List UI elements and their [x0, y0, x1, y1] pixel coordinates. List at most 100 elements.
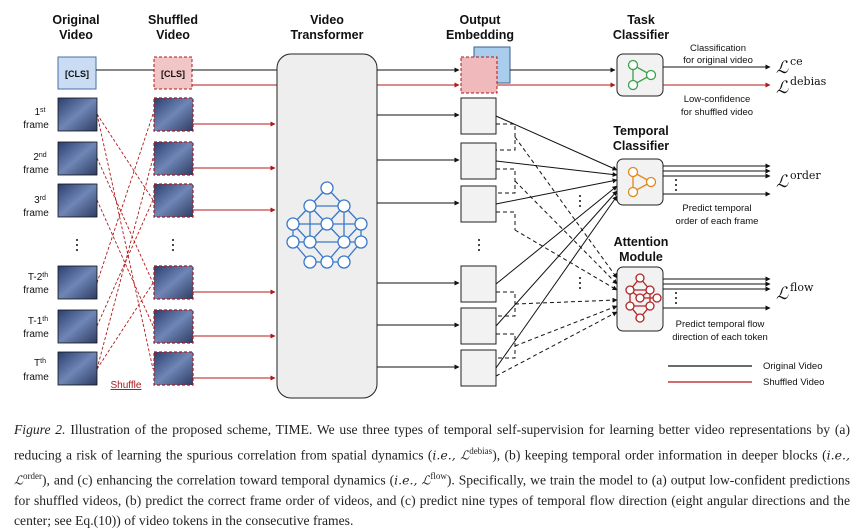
loss-ce-symbol: ℒ	[776, 58, 789, 78]
loss-debias-symbol: ℒ	[776, 78, 789, 98]
annotation-order-line2: order of each frame	[676, 216, 759, 227]
frame-word-2: frame	[23, 165, 49, 176]
header-temporal-classifier: Temporal Classifier	[613, 124, 669, 153]
legend-shuffled-label: Shuffled Video	[763, 377, 824, 388]
embedding-token	[460, 307, 497, 345]
embedding-token	[460, 349, 497, 387]
cls-token-shuffled	[153, 56, 193, 90]
caption-loss-flow: ℒ	[421, 472, 431, 488]
vertical-ellipses	[76, 179, 677, 304]
header-shuffled-line2: Video	[156, 28, 190, 42]
legend: Original Video Shuffled Video	[668, 361, 824, 388]
loss-order-symbol: ℒ	[776, 172, 789, 192]
header-attention-line1: Attention	[614, 235, 669, 249]
header-transformer-line2: Transformer	[291, 28, 364, 42]
figure-caption: Figure 2. Illustration of the proposed s…	[14, 420, 850, 532]
caption-text-1: Illustration of the proposed scheme, TIM…	[14, 422, 850, 463]
header-original-line1: Original	[52, 13, 99, 27]
frame-thumbnail	[153, 265, 194, 300]
header-shuffled-line1: Shuffled	[148, 13, 198, 27]
loss-order-sup: order	[790, 169, 821, 182]
loss-flow: ℒ flow	[776, 281, 814, 304]
frame-label-t1: T-1th	[28, 316, 48, 328]
transformer-network-icon	[286, 181, 368, 269]
caption-loss-flow-sup: flow	[430, 470, 447, 481]
attention-outputs	[663, 276, 771, 311]
header-original-video: Original Video	[52, 13, 99, 42]
header-attention-module: Attention Module	[614, 235, 669, 264]
embedding-cls-shuffled	[460, 56, 498, 94]
shuffled-frames	[153, 97, 194, 386]
header-embedding-line1: Output	[460, 13, 502, 27]
caption-loss-order-sup: order	[23, 470, 43, 481]
cls-token-shuffled-label: [CLS]	[161, 69, 185, 79]
header-output-embedding: Output Embedding	[446, 13, 514, 42]
embedding-token	[460, 265, 497, 303]
header-video-transformer: Video Transformer	[291, 13, 364, 42]
frame-thumbnail	[153, 309, 194, 344]
frame-labels: 1st frame 2nd frame 3rd frame T-2th fram…	[23, 107, 49, 384]
frame-label-t2: T-2th	[28, 272, 48, 284]
temporal-outputs	[663, 163, 771, 197]
caption-loss-order: ℒ	[14, 472, 24, 488]
frame-label-1: 1st	[34, 107, 45, 119]
annotation-classification-line1: Classification	[690, 43, 746, 54]
frame-thumbnail	[57, 351, 98, 386]
frame-thumbnail	[153, 97, 194, 132]
embedding-token	[460, 142, 497, 180]
frame-label-2: 2nd	[33, 152, 46, 164]
original-frames	[57, 97, 98, 386]
shuffle-crossings	[96, 113, 154, 370]
frame-thumbnail	[57, 97, 98, 132]
legend-original-label: Original Video	[763, 361, 823, 372]
frame-thumbnail	[153, 183, 194, 218]
annotation-classification-line2: for original video	[683, 55, 753, 66]
caption-ie-1: i.e.,	[432, 447, 456, 463]
loss-flow-symbol: ℒ	[776, 284, 789, 304]
header-shuffled-video: Shuffled Video	[148, 13, 198, 42]
time-scheme-diagram: Original Video Shuffled Video Video Tran…	[23, 13, 827, 399]
annotation-low-confidence-line1: Low-confidence	[684, 94, 751, 105]
embedding-token	[460, 185, 497, 223]
shuffled-frame-arrows	[193, 121, 276, 381]
header-transformer-line1: Video	[310, 13, 344, 27]
frame-word-t2: frame	[23, 285, 49, 296]
header-original-line2: Video	[59, 28, 93, 42]
loss-debias-sup: debias	[790, 75, 827, 88]
frame-thumbnail	[57, 141, 98, 176]
frame-label-3: 3rd	[34, 195, 46, 207]
embedding-tokens	[460, 97, 497, 387]
loss-debias: ℒ debias	[776, 75, 827, 98]
annotation-flow-line2: direction of each token	[672, 332, 768, 343]
task-classifier-icon	[627, 59, 657, 91]
embedding-token	[460, 97, 497, 135]
caption-loss-debias: ℒ	[460, 447, 470, 463]
frame-label-t: Tth	[34, 358, 46, 370]
caption-ie-3: i.e.,	[394, 472, 418, 488]
frame-thumbnail	[57, 309, 98, 344]
frame-thumbnail	[153, 351, 194, 386]
transformer-output-arrows	[377, 67, 460, 370]
header-temporal-line2: Classifier	[613, 139, 669, 153]
caption-text-4: ). Specifically, we train the model to (…	[14, 472, 850, 529]
frame-thumbnail	[57, 265, 98, 300]
frame-word-t: frame	[23, 372, 49, 383]
frame-word-3: frame	[23, 208, 49, 219]
caption-text-3: ), and (c) enhancing the correlation tow…	[42, 472, 395, 488]
annotation-order-line1: Predict temporal	[682, 203, 751, 214]
annotation-low-confidence-line2: for shuffled video	[681, 107, 753, 118]
frame-thumbnail	[57, 183, 98, 218]
frame-word-1: frame	[23, 120, 49, 131]
frame-thumbnail	[153, 141, 194, 176]
header-embedding-line2: Embedding	[446, 28, 514, 42]
caption-ie-2: i.e.,	[826, 447, 850, 463]
loss-ce-sup: ce	[790, 55, 803, 68]
shuffle-label: Shuffle	[111, 380, 142, 391]
header-task-line2: Classifier	[613, 28, 669, 42]
cls-token-original	[57, 56, 97, 90]
header-task-line1: Task	[627, 13, 655, 27]
frame-word-t1: frame	[23, 329, 49, 340]
header-temporal-line1: Temporal	[613, 124, 668, 138]
temporal-classifier-icon	[627, 166, 657, 198]
loss-ce: ℒ ce	[776, 55, 803, 78]
